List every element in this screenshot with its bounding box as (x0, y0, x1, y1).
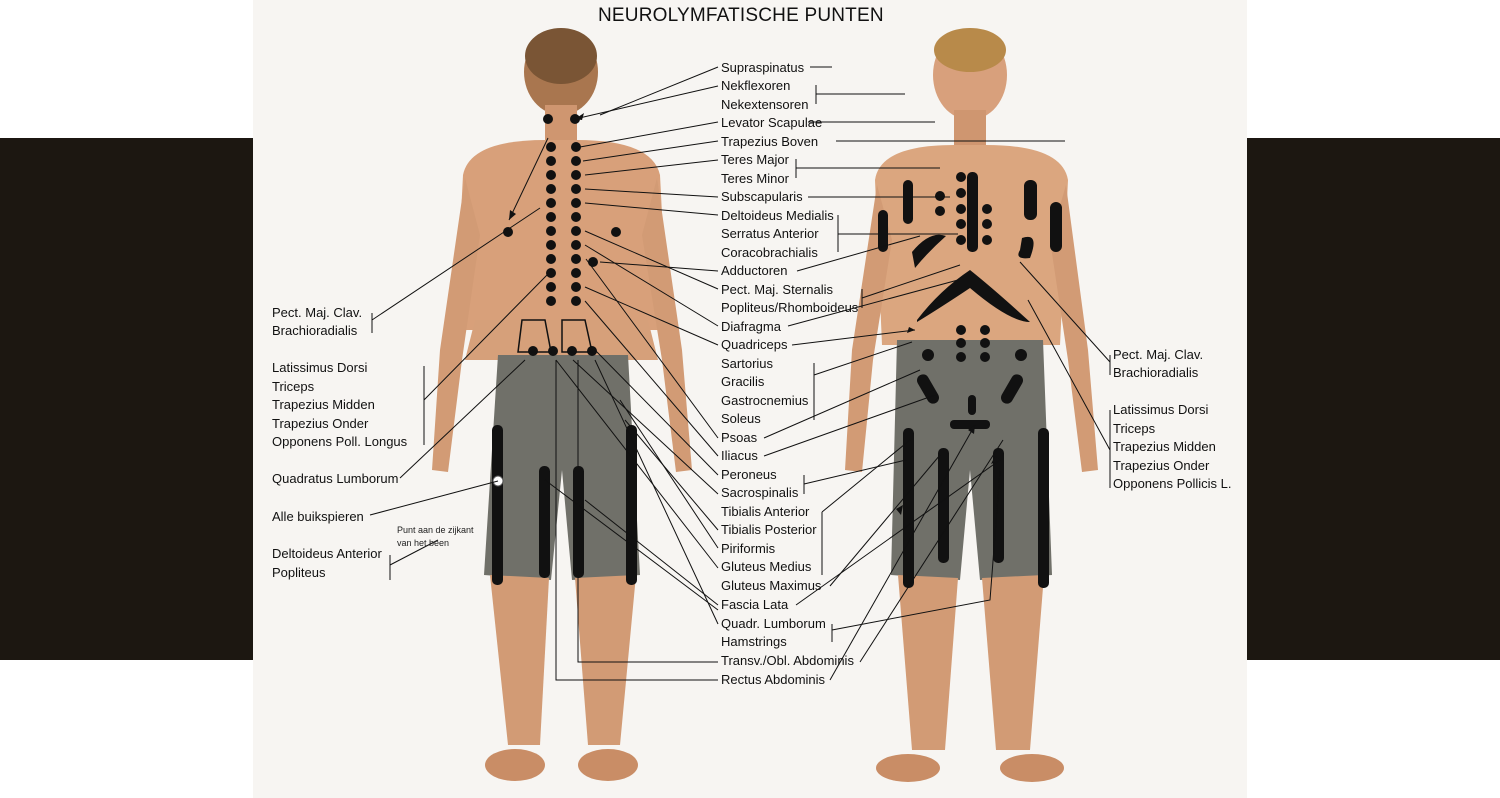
label-piriformis: Piriformis (721, 541, 776, 556)
label-quadr-lumborum: Quadr. Lumborum (721, 616, 826, 631)
right-label-trapezius-midden: Trapezius Midden (1113, 439, 1216, 454)
label-sacrospinalis: Sacrospinalis (721, 485, 799, 500)
label-levator-scapulae: Levator Scapulae (721, 115, 823, 130)
label-adductoren: Adductoren (721, 263, 788, 278)
label-tibialis-posterior: Tibialis Posterior (721, 522, 817, 537)
right-label-trapezius-onder: Trapezius Onder (1113, 458, 1210, 473)
label-subscapularis: Subscapularis (721, 189, 803, 204)
label-fascia-lata: Fascia Lata (721, 597, 789, 612)
left-label-popliteus: Popliteus (272, 565, 326, 580)
label-transv-obl-abdominis: Transv./Obl. Abdominis (721, 653, 854, 668)
arrowheads (509, 113, 1000, 515)
label-gluteus-maximus: Gluteus Maximus (721, 578, 822, 593)
left-label-brachioradialis: Brachioradialis (272, 323, 358, 338)
back-points (492, 114, 637, 585)
label-rectus-abdominis: Rectus Abdominis (721, 672, 826, 687)
label-gracilis: Gracilis (721, 374, 765, 389)
left-label-deltoideus-anterior: Deltoideus Anterior (272, 546, 382, 561)
label-sartorius: Sartorius (721, 356, 774, 371)
left-label-trapezius-midden: Trapezius Midden (272, 397, 375, 412)
left-label-triceps: Triceps (272, 379, 315, 394)
label-teres-major: Teres Major (721, 152, 789, 167)
label-gluteus-medius: Gluteus Medius (721, 559, 812, 574)
right-label-opponens-pollicis-l: Opponens Pollicis L. (1113, 476, 1232, 491)
label-coracobrachialis: Coracobrachialis (721, 245, 818, 260)
back-figure (432, 28, 692, 781)
label-teres-minor: Teres Minor (721, 171, 789, 186)
right-label-brachioradialis: Brachioradialis (1113, 365, 1199, 380)
dark-band-left (0, 138, 253, 660)
connector-lines (369, 66, 1111, 681)
label-tibialis-anterior: Tibialis Anterior (721, 504, 810, 519)
label-peroneus: Peroneus (721, 467, 777, 482)
label-supraspinatus: Supraspinatus (721, 60, 805, 75)
left-label-trapezius-onder: Trapezius Onder (272, 416, 369, 431)
left-label-quadratus-lumborum: Quadratus Lumborum (272, 471, 399, 486)
label-gastrocnemius: Gastrocnemius (721, 393, 809, 408)
dark-band-right (1247, 138, 1500, 660)
note-line-2: van het been (397, 538, 450, 548)
label-trapezius-boven: Trapezius Boven (721, 134, 819, 149)
right-label-triceps: Triceps (1113, 421, 1156, 436)
left-label-opponens-poll-longus: Opponens Poll. Longus (272, 434, 408, 449)
label-serratus-anterior: Serratus Anterior (721, 226, 819, 241)
left-label-alle-buikspieren: Alle buikspieren (272, 509, 364, 524)
label-psoas: Psoas (721, 430, 758, 445)
right-label-latissimus-dorsi: Latissimus Dorsi (1113, 402, 1209, 417)
label-soleus: Soleus (721, 411, 761, 426)
right-label-pect-maj-clav: Pect. Maj. Clav. (1113, 347, 1204, 362)
label-iliacus: Iliacus (721, 448, 758, 463)
label-hamstrings: Hamstrings (721, 634, 787, 649)
front-points (878, 172, 1062, 588)
left-label-pect-maj-clav: Pect. Maj. Clav. (272, 305, 363, 320)
label-pect-maj-sternalis: Pect. Maj. Sternalis (721, 282, 833, 297)
label-nekflexoren: Nekflexoren (721, 78, 791, 93)
label-popliteus-rhomboideus: Popliteus/Rhomboideus (721, 300, 859, 315)
left-label-latissimus-dorsi: Latissimus Dorsi (272, 360, 368, 375)
label-diafragma: Diafragma (721, 319, 781, 334)
page-title: NEUROLYMFATISCHE PUNTEN (598, 5, 884, 26)
note-line-1: Punt aan de zijkant (397, 525, 474, 535)
label-nekextensoren: Nekextensoren (721, 97, 809, 112)
label-quadriceps: Quadriceps (721, 337, 788, 352)
label-deltoideus-medialis: Deltoideus Medialis (721, 208, 834, 223)
